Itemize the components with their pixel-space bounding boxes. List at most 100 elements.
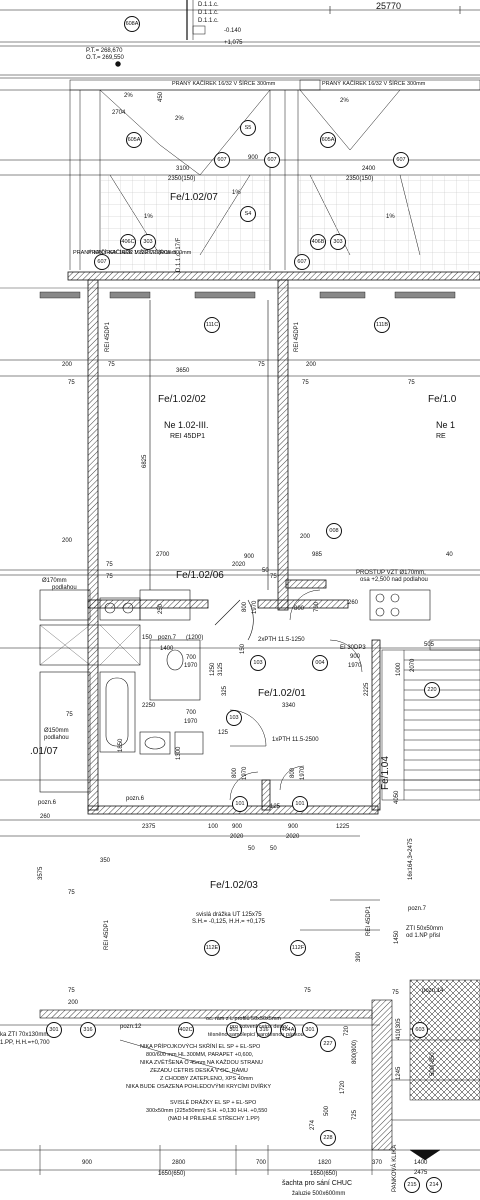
dim-2350-right: 2350(150) [346, 176, 374, 182]
dim-900-b: 900 [350, 654, 361, 660]
dim-390: 390 [356, 951, 362, 962]
gravel-vertical-1: PRANÝ KAČÍREK 16/32 V ŠÍŘCE 300mm [73, 250, 177, 256]
callout-004: 004 [312, 655, 328, 671]
dim-75-h: 75 [270, 574, 277, 580]
callout-228: 228 [320, 1130, 336, 1146]
dim-3650: 3650 [176, 368, 190, 374]
note-pozn12: pozn.12 [120, 1024, 142, 1030]
annotation-3: těsněno samolepicí parotěsnou páskou [208, 1032, 304, 1038]
top-dimension-label: 25770 [376, 1, 402, 11]
gravel-vertical-2: PRANÝ KAČÍREK 16/32 V ŠÍŘCE 300mm [88, 250, 192, 256]
dim-900-d: 900 [288, 824, 299, 830]
footer-dim-2475: 2475 [414, 1170, 428, 1176]
dim-200-a: 200 [62, 362, 73, 368]
slope-2c: 2% [340, 98, 349, 104]
room-use-label: Ne 1.02-III. [164, 420, 209, 430]
room-label-07: .01/07 [30, 746, 58, 757]
channel-note-2: S.H.= -0,125, H.H.= +0,175 [192, 919, 265, 925]
dim-2700: 2700 [156, 552, 170, 558]
room-label-01: Fe/1.02/01 [258, 688, 306, 699]
dim-1000: 1000 [396, 662, 402, 676]
dim-2020-a: 2020 [232, 562, 246, 568]
slope-2b: 2% [175, 116, 184, 122]
dim-6825: 6825 [142, 454, 148, 468]
note-pozn14: pozn.14 [422, 988, 444, 994]
dim-800-d: 800 [290, 767, 296, 778]
callout-112e: 112E [204, 940, 220, 956]
gravel-note-1: PRANÝ KAČÍREK 16/32 V ŠÍŘCE 300mm [172, 81, 276, 87]
channel-note: svislá drážka UT 125x75 [196, 912, 262, 918]
door-rating: EI 30DP3 [340, 645, 366, 651]
annotation-1: oc. rám z L profilů 50x50x5mm [206, 1016, 281, 1022]
dim-2250: 2250 [142, 703, 156, 709]
dim-260: 260 [348, 600, 359, 606]
room-label-right: Fe/1.0 [428, 394, 457, 405]
dim-200-e: 200 [68, 1000, 79, 1006]
dim-900-c: 900 [232, 824, 243, 830]
callout-301-b: 301 [226, 1022, 242, 1038]
dim-3100: 3100 [176, 166, 190, 172]
dim-900-upper: 900 [244, 554, 255, 560]
callout-008: 008 [326, 523, 342, 539]
dim-500-b: 500 [324, 1105, 330, 1116]
dim-274: 274 [310, 1119, 316, 1130]
footer-dim-1650-a: 1650(650) [158, 1171, 186, 1177]
room-label-02: Fe/1.02/02 [158, 394, 206, 405]
callout-406c: 406C [120, 234, 136, 250]
dim-1970-e: 1970 [242, 766, 248, 780]
dim-1200: (1200) [186, 635, 204, 641]
dim-150-a: 150 [142, 635, 153, 641]
dim-700-a: 700 [314, 601, 320, 612]
dim-250: 250 [158, 603, 164, 614]
dim-75-a: 75 [108, 362, 115, 368]
dim-1970-b: 1970 [184, 663, 198, 669]
dim-500-350: 500|-350 [430, 1052, 436, 1076]
dim-75-d: 75 [302, 380, 309, 386]
dim-720: 720 [344, 1025, 350, 1036]
dim-50-c: 50 [270, 846, 277, 852]
callout-402c: 402C [178, 1022, 194, 1038]
footer-dim-1400: 1400 [414, 1160, 428, 1166]
dim-1720: 1720 [340, 1080, 346, 1094]
dim-75-b: 75 [258, 362, 265, 368]
dim-stair-steps: 16x164,3=2475 [408, 838, 414, 880]
dim-125-b: 125 [270, 804, 281, 810]
annotation-5: 800/600 mm HL.300MM, PARAPET +0,600, [146, 1052, 254, 1058]
callout-605a-right: 605A [320, 132, 336, 148]
louvre-note: žaluzie 500x600mm [292, 1191, 346, 1197]
dref-2: D.1.1.c. [198, 10, 219, 16]
dim-1450: 1450 [394, 930, 400, 944]
footer-dim-1820: 1820 [318, 1160, 332, 1166]
callout-605a-left: 605A [126, 132, 142, 148]
dim-125-a: 125 [218, 730, 229, 736]
footer-dim-900: 900 [82, 1160, 93, 1166]
dim-3340: 3340 [282, 703, 296, 709]
dim-1400: 1400 [160, 646, 174, 652]
dim-1250: 1250 [210, 662, 216, 676]
elev-plus-1075: +1,075 [224, 40, 243, 46]
room-label-roof-07: Fe/1.02/07 [170, 192, 218, 203]
callout-215: 215 [404, 1177, 420, 1193]
dim-2400: 2400 [362, 166, 376, 172]
dim-2375: 2375 [142, 824, 156, 830]
wall-rating-lower-right: REI 45DP1 [366, 905, 372, 936]
pt-elevation: P.T.= 268,670 [86, 48, 123, 54]
dim-75-m: 75 [392, 990, 399, 996]
dim-2070: 2070 [410, 658, 416, 672]
bathroom-partitions [39, 589, 431, 793]
slope-1b: 1% [232, 190, 241, 196]
dim-50-a: 50 [262, 568, 269, 574]
dim-75-c: 75 [68, 380, 75, 386]
dim-1225: 1225 [336, 824, 350, 830]
shaft-note: šachta pro sání CHUC [282, 1180, 353, 1187]
dim-75-i: 75 [66, 712, 73, 718]
dim-800-b: 800 [294, 606, 305, 612]
dim-900-roof: 900 [248, 155, 259, 161]
note-pozn6-a: pozn.6 [38, 800, 57, 806]
dim-325: 325 [222, 685, 228, 696]
dim-410-305: 410|305 [396, 1018, 402, 1040]
dim-985: 985 [312, 552, 323, 558]
dim-1970-f: 1970 [300, 766, 306, 780]
dim-2020-c: 2020 [286, 834, 300, 840]
callout-227: 227 [320, 1036, 336, 1052]
